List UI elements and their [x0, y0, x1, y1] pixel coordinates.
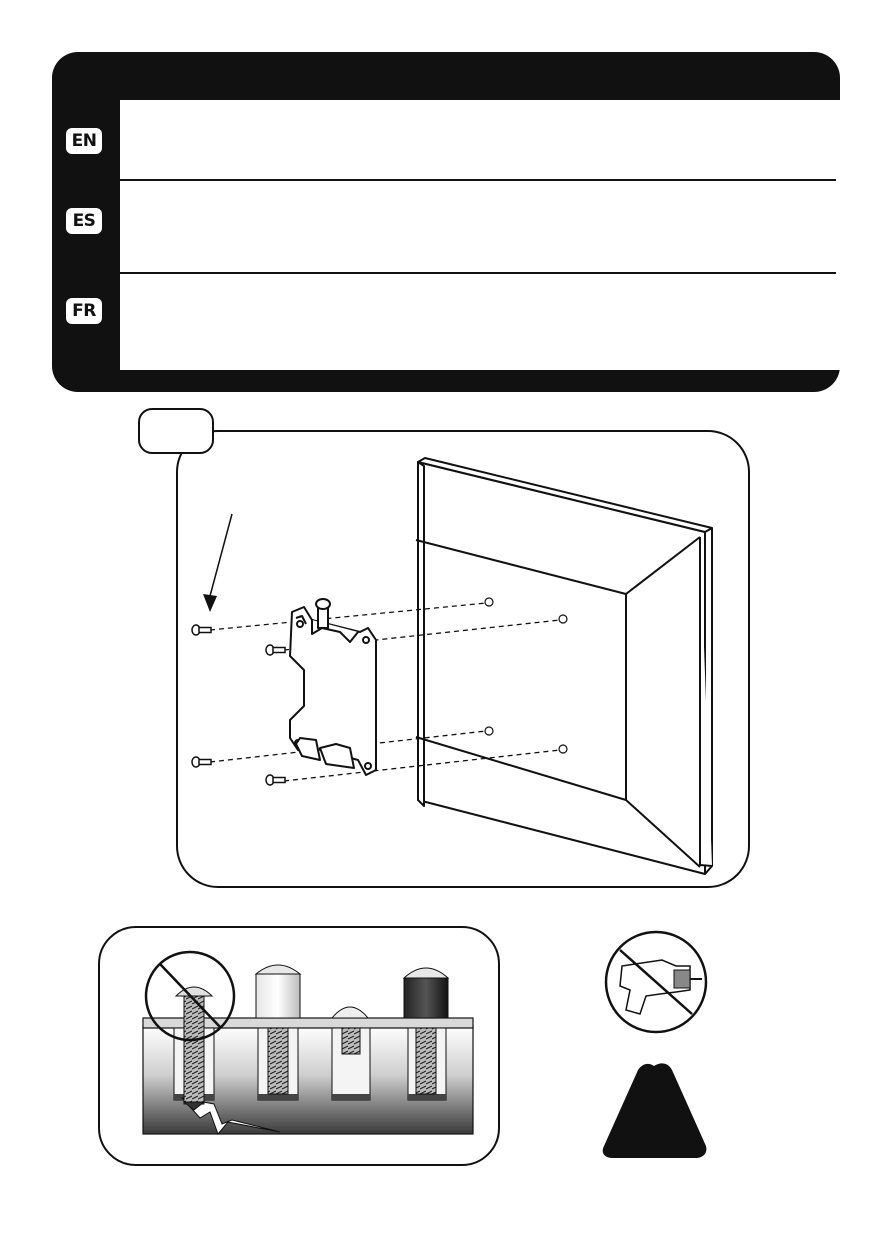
vesa-bracket	[289, 598, 377, 776]
monitor-holes	[484, 597, 568, 754]
bracket-screws	[191, 624, 286, 786]
screw	[330, 1006, 370, 1055]
screw-length-detail-frame	[98, 926, 500, 1166]
warning-triangle-icon	[602, 1063, 707, 1158]
screw-length-detail	[142, 950, 474, 1135]
screw	[265, 644, 286, 656]
instructions-content-area	[120, 100, 840, 370]
step-tab	[138, 408, 214, 454]
divider	[120, 272, 836, 274]
divider	[120, 179, 836, 181]
language-badge-en: EN	[66, 128, 102, 154]
language-badge-fr: FR	[66, 298, 102, 324]
screw	[174, 986, 214, 1111]
no-power-drill-icon	[604, 930, 708, 1034]
screw	[265, 774, 286, 786]
monitor-back	[415, 457, 713, 875]
screw	[254, 964, 302, 1095]
language-badge-es: ES	[66, 208, 102, 234]
mounting-figure-frame	[176, 430, 750, 888]
screw	[191, 756, 212, 768]
prohibited-icon	[144, 950, 236, 1042]
screw	[402, 967, 450, 1095]
arrow-icon	[203, 513, 233, 612]
screw	[191, 624, 212, 636]
